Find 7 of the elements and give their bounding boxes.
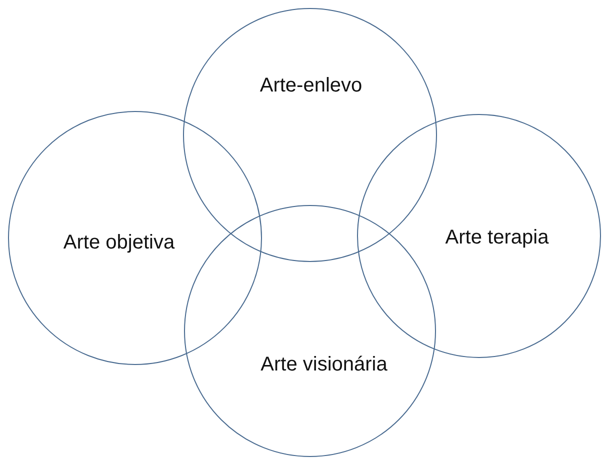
circle-label: Arte-enlevo <box>260 74 362 98</box>
venn-circle <box>183 8 437 262</box>
circle-label: Arte objetiva <box>63 232 175 254</box>
venn-circle <box>8 111 262 365</box>
circle-label: Arte visionária <box>260 354 388 376</box>
venn-circle <box>184 205 436 457</box>
circle-label: Arte terapia <box>445 226 549 250</box>
